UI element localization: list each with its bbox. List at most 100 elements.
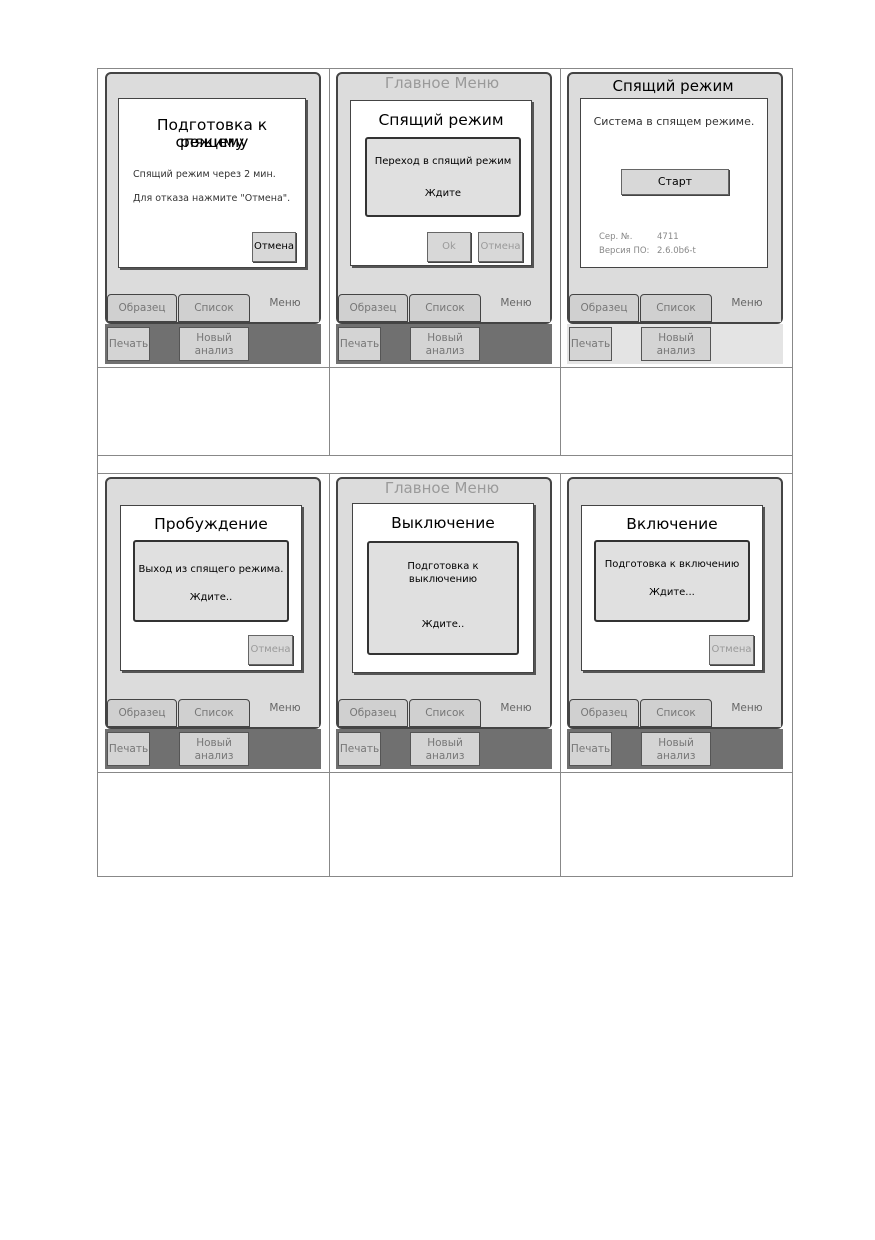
document-table (97, 68, 793, 877)
tab-menu[interactable]: Меню (713, 699, 781, 727)
new-analysis-label-2: анализ (656, 750, 696, 762)
print-button[interactable]: Печать (569, 732, 612, 766)
tab-menu[interactable]: Меню (482, 294, 550, 322)
dialog-title-line2: режиму (179, 133, 245, 151)
tab-bar: Образец Список Меню (567, 292, 783, 324)
status-box: Переход в спящий режим Ждите (365, 137, 521, 217)
new-analysis-label-2: анализ (194, 750, 234, 762)
cancel-button[interactable]: Отмена (248, 635, 293, 665)
print-button[interactable]: Печать (338, 327, 381, 361)
tab-menu[interactable]: Меню (251, 699, 319, 727)
dialog-title: Выключение (391, 514, 495, 532)
status-message: Выход из спящего режима. (138, 564, 284, 575)
sleep-countdown-text: Спящий режим через 2 мин. (133, 169, 276, 180)
bottom-bar: Печать Новый анализ (567, 729, 783, 769)
status-box: Подготовка к включению Ждите... (594, 540, 750, 622)
table-divider (329, 68, 330, 455)
new-analysis-label-2: анализ (425, 345, 465, 357)
tab-sample[interactable]: Образец (107, 294, 177, 322)
tab-sample[interactable]: Образец (107, 699, 177, 727)
new-analysis-label-1: Новый (196, 332, 232, 344)
status-box: Подготовка к выключению Ждите.. (367, 541, 519, 655)
new-analysis-label-1: Новый (427, 737, 463, 749)
table-divider (97, 455, 793, 456)
wait-message: Ждите... (649, 587, 695, 598)
new-analysis-button[interactable]: Новый анализ (641, 327, 711, 361)
sleep-status-text: Система в спящем режиме. (593, 115, 755, 128)
tab-list[interactable]: Список (409, 699, 481, 727)
tab-sample[interactable]: Образец (338, 699, 408, 727)
new-analysis-label-2: анализ (194, 345, 234, 357)
table-divider (560, 68, 561, 455)
wakeup-dialog: Пробуждение Выход из спящего режима. Жди… (120, 505, 302, 671)
bottom-bar: Печать Новый анализ (105, 324, 321, 364)
screen-startup: Включение Подготовка к включению Ждите..… (567, 477, 783, 771)
tab-list[interactable]: Список (409, 294, 481, 322)
tab-sample[interactable]: Образец (569, 699, 639, 727)
tab-list[interactable]: Список (640, 294, 712, 322)
print-button[interactable]: Печать (107, 732, 150, 766)
cancel-button[interactable]: Отмена (709, 635, 754, 665)
new-analysis-button[interactable]: Новый анализ (641, 732, 711, 766)
new-analysis-button[interactable]: Новый анализ (410, 327, 480, 361)
bottom-bar: Печать Новый анализ (567, 324, 783, 364)
sleep-mode-header: Спящий режим (612, 77, 734, 95)
sleep-prep-dialog: Подготовка к спящему режиму Спящий режим… (118, 98, 306, 268)
tab-menu[interactable]: Меню (482, 699, 550, 727)
start-button[interactable]: Старт (621, 169, 729, 195)
main-menu-header: Главное Меню (384, 74, 500, 92)
print-button[interactable]: Печать (107, 327, 150, 361)
serial-label: Сер. №. (599, 232, 633, 242)
bottom-bar: Печать Новый анализ (336, 729, 552, 769)
dialog-title: Пробуждение (154, 515, 268, 533)
tab-bar: Образец Список Меню (567, 697, 783, 729)
screen-wakeup: Пробуждение Выход из спящего режима. Жди… (105, 477, 321, 771)
dialog-title: Подготовка к спящему (156, 116, 268, 151)
startup-dialog: Включение Подготовка к включению Ждите..… (581, 505, 763, 671)
wait-message: Ждите (424, 188, 462, 199)
new-analysis-button[interactable]: Новый анализ (179, 327, 249, 361)
tab-list[interactable]: Список (640, 699, 712, 727)
tab-sample[interactable]: Образец (338, 294, 408, 322)
screen-sleep-prep: Подготовка к спящему режиму Спящий режим… (105, 72, 321, 366)
shutdown-dialog: Выключение Подготовка к выключению Ждите… (352, 503, 534, 673)
tab-bar: Образец Список Меню (105, 697, 321, 729)
new-analysis-label-2: анализ (425, 750, 465, 762)
cancel-button[interactable]: Отмена (252, 232, 296, 262)
wait-message: Ждите.. (421, 619, 465, 630)
sleep-mode-dialog: Спящий режим Переход в спящий режим Ждит… (350, 100, 532, 266)
screen-sleep-mode-transition: Главное Меню Спящий режим Переход в спящ… (336, 72, 552, 366)
dialog-title: Включение (626, 515, 718, 533)
status-message: Подготовка к включению (604, 559, 740, 570)
cancel-button[interactable]: Отмена (478, 232, 523, 262)
new-analysis-button[interactable]: Новый анализ (179, 732, 249, 766)
dialog-title: Спящий режим (378, 111, 504, 129)
new-analysis-label-1: Новый (658, 737, 694, 749)
status-message-line1: Подготовка к (407, 561, 479, 572)
tab-bar: Образец Список Меню (105, 292, 321, 324)
print-button[interactable]: Печать (569, 327, 612, 361)
main-menu-header: Главное Меню (384, 479, 500, 497)
table-divider (97, 473, 793, 474)
ok-button[interactable]: Ok (427, 232, 471, 262)
serial-value: 4711 (657, 232, 679, 242)
wait-message: Ждите.. (189, 592, 233, 603)
new-analysis-label-1: Новый (658, 332, 694, 344)
tab-menu[interactable]: Меню (713, 294, 781, 322)
new-analysis-button[interactable]: Новый анализ (410, 732, 480, 766)
new-analysis-label-1: Новый (196, 737, 232, 749)
tab-bar: Образец Список Меню (336, 697, 552, 729)
table-divider (329, 473, 330, 877)
version-label: Версия ПО: (599, 246, 650, 256)
tab-menu[interactable]: Меню (251, 294, 319, 322)
table-divider (97, 367, 793, 368)
tab-list[interactable]: Список (178, 294, 250, 322)
screen-shutdown: Главное Меню Выключение Подготовка к вык… (336, 477, 552, 771)
print-button[interactable]: Печать (338, 732, 381, 766)
tab-sample[interactable]: Образец (569, 294, 639, 322)
table-divider (97, 772, 793, 773)
cancel-hint-text: Для отказа нажмите "Отмена". (133, 193, 291, 204)
bottom-bar: Печать Новый анализ (336, 324, 552, 364)
tab-list[interactable]: Список (178, 699, 250, 727)
version-value: 2.6.0b6-t (657, 246, 696, 256)
